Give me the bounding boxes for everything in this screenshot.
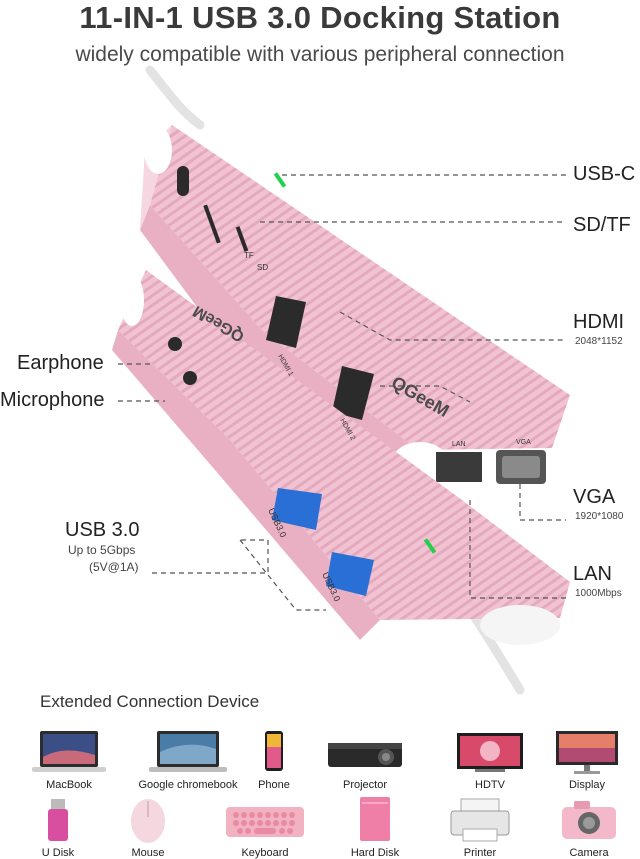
usb-disk-icon: [48, 799, 68, 841]
hdtv-icon: [457, 733, 523, 772]
phone-icon: [265, 731, 283, 771]
device-label: Printer: [463, 847, 497, 859]
hard-disk-icon: [360, 797, 390, 841]
label-lan-speed: 1000Mbps: [575, 588, 622, 599]
mouse-icon: [131, 799, 165, 843]
page-subtitle: widely compatible with various periphera…: [75, 43, 565, 66]
label-usb3-power: (5V@1A): [89, 560, 139, 574]
printer-icon: [450, 798, 510, 842]
label-lan: LAN: [573, 563, 612, 585]
mark-lan: LAN: [452, 441, 466, 448]
chromebook-icon: [149, 731, 227, 772]
label-usb3-speed: Up to 5Gbps: [68, 543, 136, 557]
sd-slot: [203, 204, 221, 244]
microphone-jack: [183, 371, 197, 385]
device-label: Mouse: [131, 847, 165, 859]
device-label: Display: [568, 779, 606, 791]
mark-sd: SD: [257, 263, 268, 272]
display-icon: [556, 731, 618, 774]
bottom-hub: [112, 270, 570, 645]
mark-vga: VGA: [516, 439, 531, 446]
camera-icon: [562, 801, 616, 839]
tf-slot: [235, 226, 249, 252]
cable: [145, 65, 205, 130]
usb-c-port: [177, 166, 189, 196]
projector-icon: [328, 743, 402, 767]
device-label: Projector: [342, 779, 388, 791]
label-sd-tf: SD/TF: [573, 214, 631, 236]
hdmi-2-port: [332, 366, 374, 420]
mark-tf: TF: [244, 251, 254, 260]
lan-port: [436, 452, 482, 482]
hdmi-1-port: [266, 296, 306, 348]
top-hub: [140, 125, 570, 484]
device-label: Google chromebook: [138, 779, 238, 791]
usb3-port-2: [326, 552, 374, 596]
label-microphone: Microphone: [0, 389, 105, 411]
extended-title: Extended Connection Device: [40, 692, 260, 711]
keyboard-icon: [226, 807, 304, 837]
label-vga-res: 1920*1080: [575, 511, 624, 522]
label-hdmi-res: 2048*1152: [575, 336, 623, 347]
device-label: MacBook: [46, 779, 92, 791]
usb3-port-1: [272, 488, 322, 530]
device-label: Hard Disk: [350, 847, 400, 859]
docking-station-illustration: TF SD HDMI 1 HDMI 2 LAN VGA QGeeM QGeeM …: [112, 65, 570, 695]
device-label: U Disk: [41, 847, 75, 859]
device-label: Camera: [569, 847, 609, 859]
led-top: [273, 172, 287, 188]
led-bottom: [423, 538, 437, 554]
device-label: Keyboard: [241, 847, 289, 859]
earphone-jack: [168, 337, 182, 351]
device-label: Phone: [258, 779, 290, 791]
label-vga: VGA: [573, 486, 616, 508]
label-usb-c: USB-C: [573, 163, 636, 185]
leader-lines: [118, 174, 566, 611]
page-title: 11-IN-1 USB 3.0 Docking Station: [79, 0, 561, 35]
label-earphone: Earphone: [17, 352, 104, 374]
label-usb3: USB 3.0: [65, 519, 140, 541]
device-label: HDTV: [475, 779, 505, 791]
macbook-icon: [32, 731, 106, 772]
label-hdmi: HDMI: [573, 311, 625, 333]
